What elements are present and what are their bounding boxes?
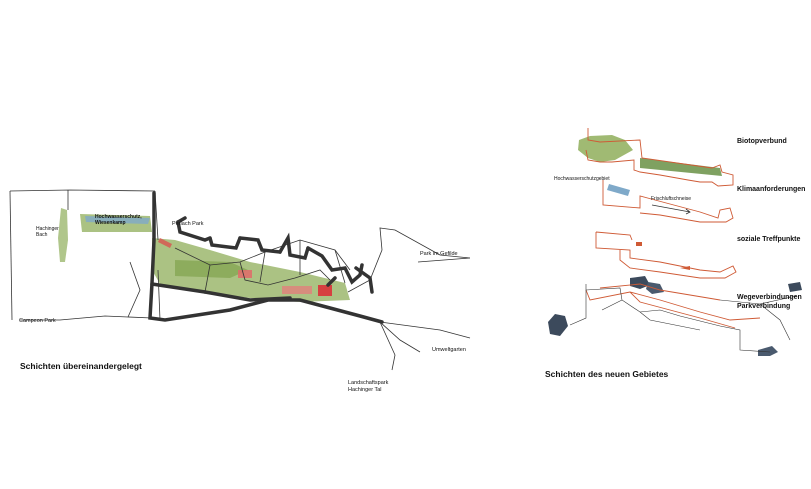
klima-outline — [602, 180, 734, 223]
biotop-green-strip — [640, 158, 722, 176]
hochwasser-water — [85, 216, 150, 224]
thick-roads — [148, 191, 384, 324]
biotop-outline — [585, 128, 734, 187]
left-diagram-title: Schichten übereinandergelegt — [20, 361, 142, 371]
right-diagram — [548, 128, 802, 356]
layer-klima — [602, 180, 734, 223]
label-hachinger-bach-line2: Bach — [36, 232, 48, 238]
treffpunkt-red-2 — [238, 270, 252, 278]
label-landschaftspark: Landschaftspark Hachinger Tal — [348, 380, 388, 394]
label-hachinger-bach: Hachinger Bach — [36, 226, 59, 238]
label-park-im-gefilde: Park im Gefilde — [420, 251, 458, 257]
label-hochwasserschutz: Hochwasserschutz, Wiesenkamp — [95, 214, 142, 226]
frischluft-arrow — [651, 204, 691, 215]
label-hachinger-bach-line1: Hachinger — [36, 226, 59, 232]
layer-treffpunkte — [595, 231, 737, 279]
klima-water — [607, 184, 630, 196]
right-diagram-title: Schichten des neuen Gebietes — [545, 369, 669, 379]
layer-label-klima: Klimaanforderungen — [737, 186, 806, 193]
layer-label-wege-line1: Wegeverbindungen — [737, 294, 802, 301]
treffpunkt-red-3 — [282, 286, 312, 294]
label-perlach-park: Perlach Park — [172, 221, 204, 227]
layer-biotopverbund — [578, 128, 734, 187]
wege-blob-top2 — [646, 282, 664, 294]
layer-label-biotopverbund: Biotopverbund — [737, 138, 787, 145]
treffpunkt-red-4 — [318, 285, 332, 296]
hachinger-bach-green — [58, 208, 68, 262]
wege-blob-right — [788, 282, 802, 292]
label-landschaftspark-line1: Landschaftspark — [348, 380, 389, 386]
layer-wege — [548, 276, 802, 356]
treffpunkte-outline — [595, 231, 737, 279]
treffpunkt-mark-1 — [636, 242, 642, 246]
thin-roads — [9, 189, 471, 371]
treffpunkt-red-1 — [158, 238, 172, 248]
label-frischluftschneise: Frischluftschneise — [651, 196, 692, 202]
wege-black-lines — [569, 284, 797, 353]
label-hochwasserschutzgebiet: Hochwasserschutzgebiet — [554, 176, 610, 182]
wege-blob-bottom — [758, 346, 778, 356]
label-umweltgarten: Umweltgarten — [432, 347, 466, 353]
label-hochwasser-line2: Wiesenkamp — [95, 220, 126, 226]
wege-red-lines — [585, 283, 761, 329]
treffpunkt-mark-2 — [680, 266, 690, 270]
layer-label-wege: Wegeverbindungen Parkverbindung — [737, 293, 802, 311]
biotop-green-left — [578, 135, 633, 162]
left-diagram — [9, 189, 471, 371]
green-corridor-upper — [175, 260, 248, 278]
label-hochwasser-line1: Hochwasserschutz, — [95, 214, 142, 220]
label-campeon-park: Campeon Park — [19, 318, 56, 324]
wege-blob-bottomleft — [548, 314, 568, 336]
layer-label-wege-line2: Parkverbindung — [737, 303, 791, 310]
label-landschaftspark-line2: Hachinger Tal — [348, 387, 382, 393]
layer-label-treffpunkte: soziale Treffpunkte — [737, 236, 801, 243]
